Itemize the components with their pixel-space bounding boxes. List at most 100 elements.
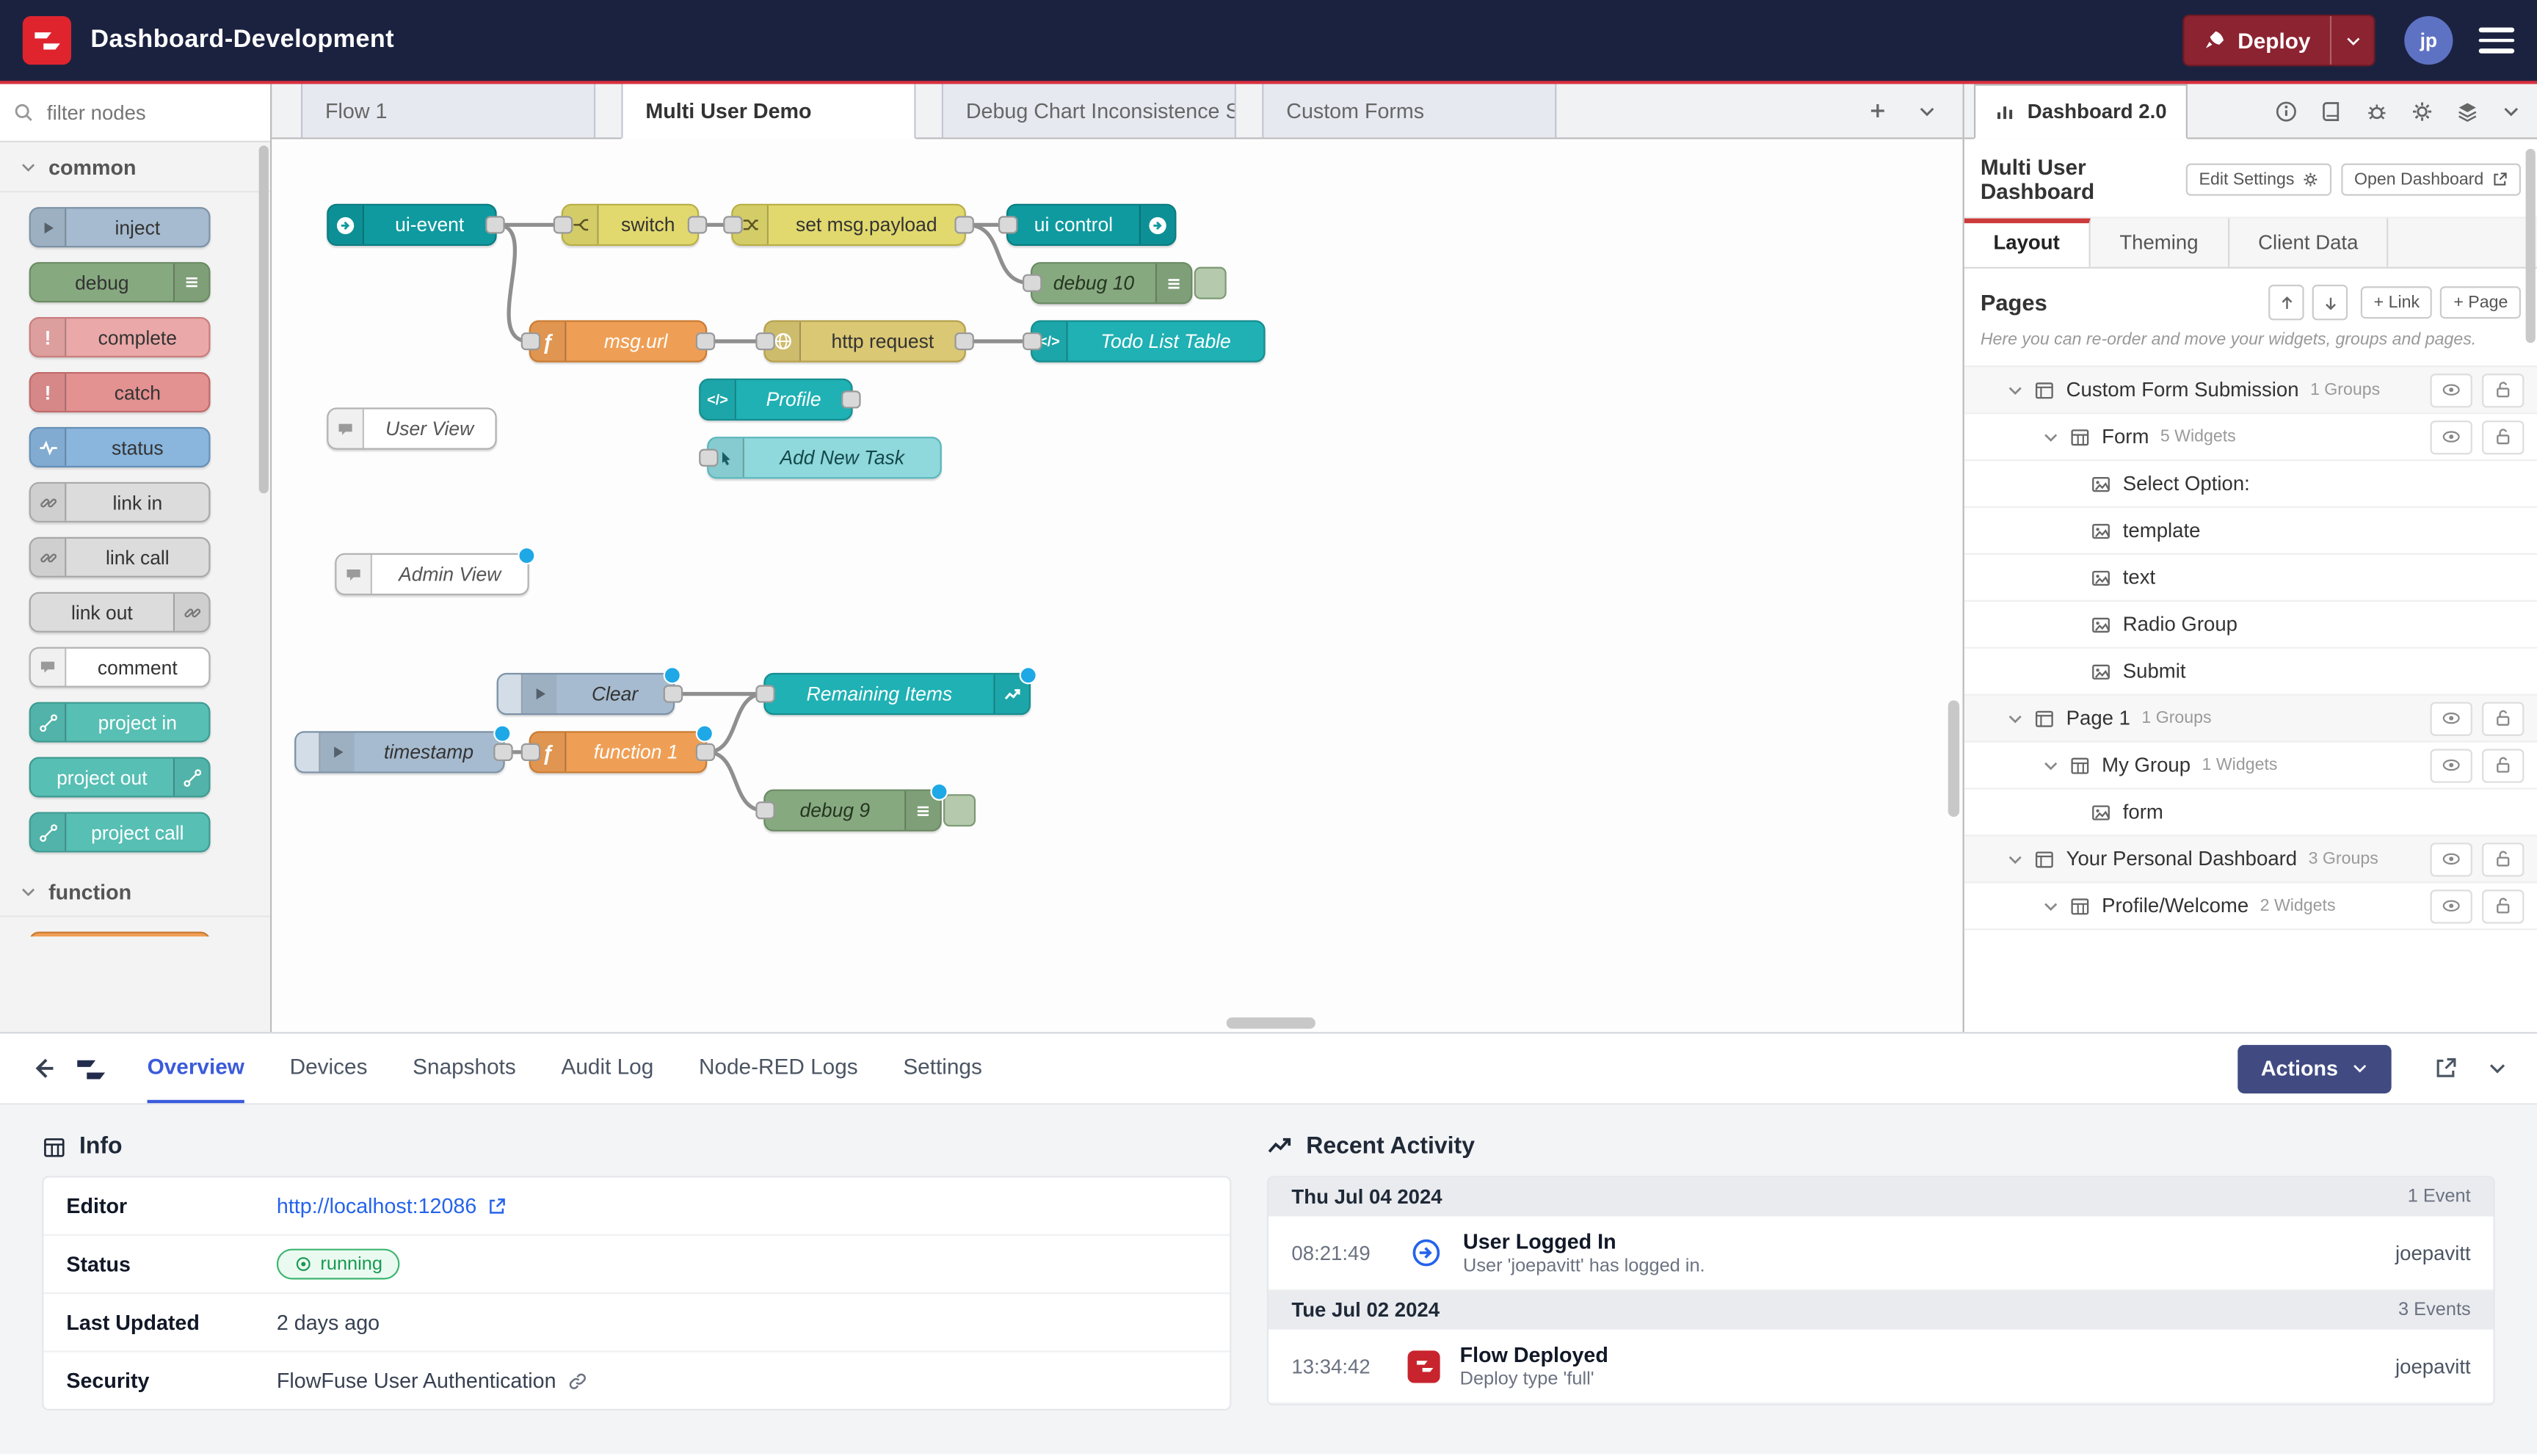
debug-bug-icon[interactable]	[2365, 100, 2388, 123]
flow-node-msg-url[interactable]: ƒ msg.url	[520, 320, 716, 363]
tree-row-page[interactable]: Page 1 1 Groups	[1964, 695, 2537, 743]
deploy-button[interactable]: Deploy	[2182, 14, 2376, 67]
flow-tab-1[interactable]: Flow 1	[300, 84, 596, 138]
tab-node-red-logs[interactable]: Node-RED Logs	[698, 1055, 858, 1080]
palette-node-link-in[interactable]: link in	[29, 481, 211, 523]
visibility-toggle[interactable]	[2430, 373, 2472, 407]
visibility-toggle[interactable]	[2430, 701, 2472, 735]
flow-node-profile[interactable]: </> Profile	[699, 378, 861, 421]
help-book-icon[interactable]	[2320, 100, 2343, 123]
palette-node-catch[interactable]: ! catch	[29, 371, 211, 413]
canvas-horizontal-scrollbar[interactable]	[1226, 1017, 1315, 1029]
flow-node-add-new-task[interactable]: Add New Task	[699, 437, 942, 479]
canvas-vertical-scrollbar[interactable]	[1948, 700, 1960, 818]
debug-toggle-button[interactable]	[1194, 266, 1227, 299]
visibility-toggle[interactable]	[2430, 419, 2472, 454]
palette-node-complete[interactable]: ! complete	[29, 317, 211, 358]
tab-client-data[interactable]: Client Data	[2229, 218, 2389, 267]
palette-node-comment[interactable]: comment	[29, 647, 211, 688]
edit-settings-button[interactable]: Edit Settings	[2185, 163, 2332, 196]
palette-node-project-call[interactable]: project call	[29, 812, 211, 853]
flow-node-inject-clear[interactable]: Clear	[496, 666, 683, 716]
open-dashboard-button[interactable]: Open Dashboard	[2341, 163, 2521, 196]
move-up-button[interactable]	[2268, 284, 2304, 321]
hamburger-menu-icon[interactable]	[2478, 28, 2515, 54]
tree-row-group[interactable]: Profile/Welcome 2 Widgets	[1964, 883, 2537, 931]
context-layers-icon[interactable]	[2456, 100, 2479, 123]
sidebar-more-chevron-icon[interactable]	[2502, 101, 2521, 120]
flow-node-ui-event[interactable]: ui-event	[327, 203, 505, 247]
flow-node-debug10[interactable]: debug 10	[1022, 262, 1227, 305]
add-page-button[interactable]: + Page	[2440, 286, 2521, 319]
flow-canvas[interactable]: ui-event switch set msg.payload ui contr…	[272, 139, 1963, 1033]
link-chain-icon[interactable]	[567, 1371, 587, 1390]
flow-tab-3[interactable]: Debug Chart Inconsistence S	[941, 84, 1236, 138]
lock-toggle[interactable]	[2482, 701, 2525, 735]
config-gear-icon[interactable]	[2411, 100, 2433, 123]
flow-node-todo-list-table[interactable]: </> Todo List Table	[1022, 320, 1266, 363]
flow-tab-active[interactable]: Multi User Demo	[621, 84, 916, 139]
chevron-down-icon[interactable]	[2042, 756, 2060, 774]
tree-row-widget[interactable]: Submit	[1964, 649, 2537, 696]
palette-node-link-call[interactable]: link call	[29, 536, 211, 578]
debug-toggle-button[interactable]	[943, 794, 976, 827]
tree-row-widget[interactable]: form	[1964, 790, 2537, 837]
activity-event-row[interactable]: 08:21:49 User Logged In User 'joepavitt'…	[1268, 1216, 2494, 1291]
palette-scrollbar[interactable]	[258, 145, 269, 494]
deploy-caret-button[interactable]	[2329, 16, 2374, 65]
flow-node-change[interactable]: set msg.payload	[723, 203, 974, 247]
palette-category-function[interactable]: function	[0, 867, 271, 917]
add-flow-icon[interactable]	[1868, 101, 1889, 122]
palette-node-inject[interactable]: inject	[29, 207, 211, 248]
tree-row-widget[interactable]: Select Option:	[1964, 461, 2537, 509]
palette-category-common[interactable]: common	[0, 142, 271, 193]
add-link-button[interactable]: + Link	[2361, 286, 2433, 319]
flow-node-function1[interactable]: ƒ function 1	[520, 724, 716, 774]
flow-node-http-request[interactable]: http request	[755, 320, 974, 363]
chevron-down-icon[interactable]	[2006, 850, 2024, 867]
open-editor-icon[interactable]	[2433, 1056, 2458, 1080]
lock-toggle[interactable]	[2482, 748, 2525, 782]
actions-button[interactable]: Actions	[2237, 1044, 2392, 1093]
palette-search[interactable]	[0, 84, 271, 142]
tree-row-group[interactable]: Form 5 Widgets	[1964, 414, 2537, 462]
sidebar-scrollbar[interactable]	[2525, 148, 2536, 343]
palette-node-partial[interactable]	[29, 931, 211, 937]
tab-dashboard-2[interactable]: Dashboard 2.0	[1974, 84, 2188, 139]
tree-row-page[interactable]: Your Personal Dashboard 3 Groups	[1964, 836, 2537, 884]
flow-node-remaining-items[interactable]: Remaining Items	[755, 666, 1037, 716]
chevron-down-icon[interactable]	[2042, 897, 2060, 914]
tree-row-page[interactable]: Custom Form Submission 1 Groups	[1964, 367, 2537, 415]
inject-button[interactable]	[296, 732, 321, 772]
search-input[interactable]	[43, 99, 228, 125]
palette-node-project-in[interactable]: project in	[29, 702, 211, 743]
lock-toggle[interactable]	[2482, 373, 2525, 407]
palette-node-link-out[interactable]: link out	[29, 592, 211, 633]
activity-event-row[interactable]: 13:34:42 Flow Deployed Deploy type 'full…	[1268, 1329, 2494, 1405]
visibility-toggle[interactable]	[2430, 889, 2472, 923]
tree-row-group[interactable]: My Group 1 Widgets	[1964, 743, 2537, 790]
info-icon[interactable]	[2275, 100, 2298, 123]
flow-node-switch[interactable]: switch	[553, 203, 708, 247]
chevron-down-icon[interactable]	[2006, 381, 2024, 398]
chevron-down-icon[interactable]	[2042, 428, 2060, 445]
flow-node-ui-control[interactable]: ui control	[998, 203, 1177, 247]
collapse-chevron-icon[interactable]	[2487, 1058, 2508, 1079]
tree-row-widget[interactable]: template	[1964, 508, 2537, 556]
palette-node-debug[interactable]: debug	[29, 262, 211, 303]
flow-tab-4[interactable]: Custom Forms	[1262, 84, 1557, 138]
inject-button[interactable]	[498, 674, 523, 714]
tree-row-widget[interactable]: Radio Group	[1964, 602, 2537, 649]
visibility-toggle[interactable]	[2430, 748, 2472, 782]
tree-row-widget[interactable]: text	[1964, 555, 2537, 602]
flow-node-comment-user-view[interactable]: User View	[327, 407, 497, 450]
flow-node-inject-timestamp[interactable]: timestamp	[294, 724, 513, 774]
flow-list-chevron-icon[interactable]	[1917, 101, 1937, 120]
avatar[interactable]: jp	[2404, 16, 2453, 65]
flow-node-comment-admin-view[interactable]: Admin View	[335, 546, 536, 596]
lock-toggle[interactable]	[2482, 842, 2525, 876]
palette-node-status[interactable]: status	[29, 426, 211, 467]
back-arrow-icon[interactable]	[29, 1055, 57, 1082]
tab-layout[interactable]: Layout	[1964, 218, 2091, 267]
tab-settings[interactable]: Settings	[903, 1055, 982, 1080]
